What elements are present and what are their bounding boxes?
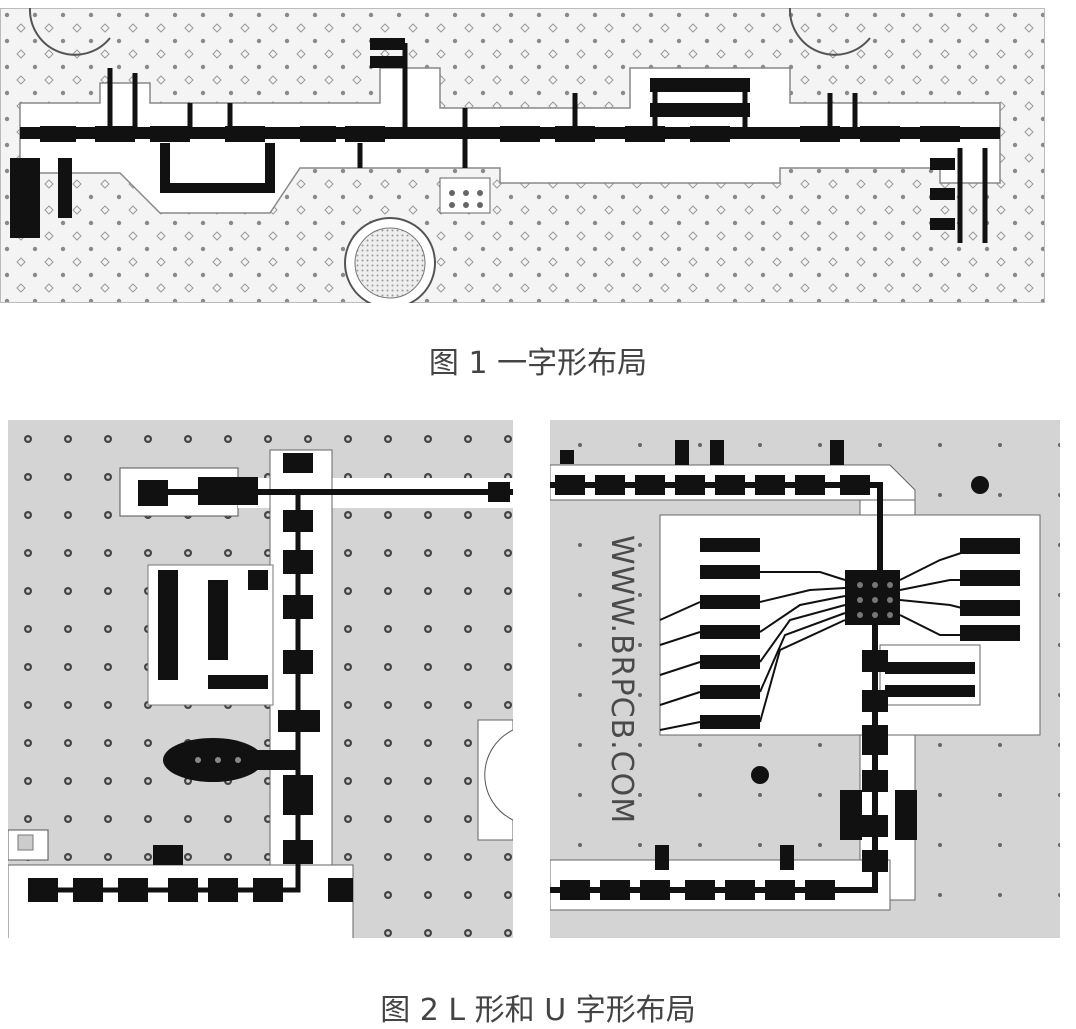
figure2-caption: 图 2 L 形和 U 字形布局 [380, 993, 696, 1028]
figure1-caption: 图 1 一字形布局 [428, 346, 648, 381]
figure2-l-shape-image [8, 420, 513, 938]
figure1-pcb-image [0, 8, 1045, 303]
watermark-text: WWW.BRPCB.COM [604, 535, 639, 824]
figure2-u-shape-image: WWW.BRPCB.COM [550, 420, 1060, 938]
